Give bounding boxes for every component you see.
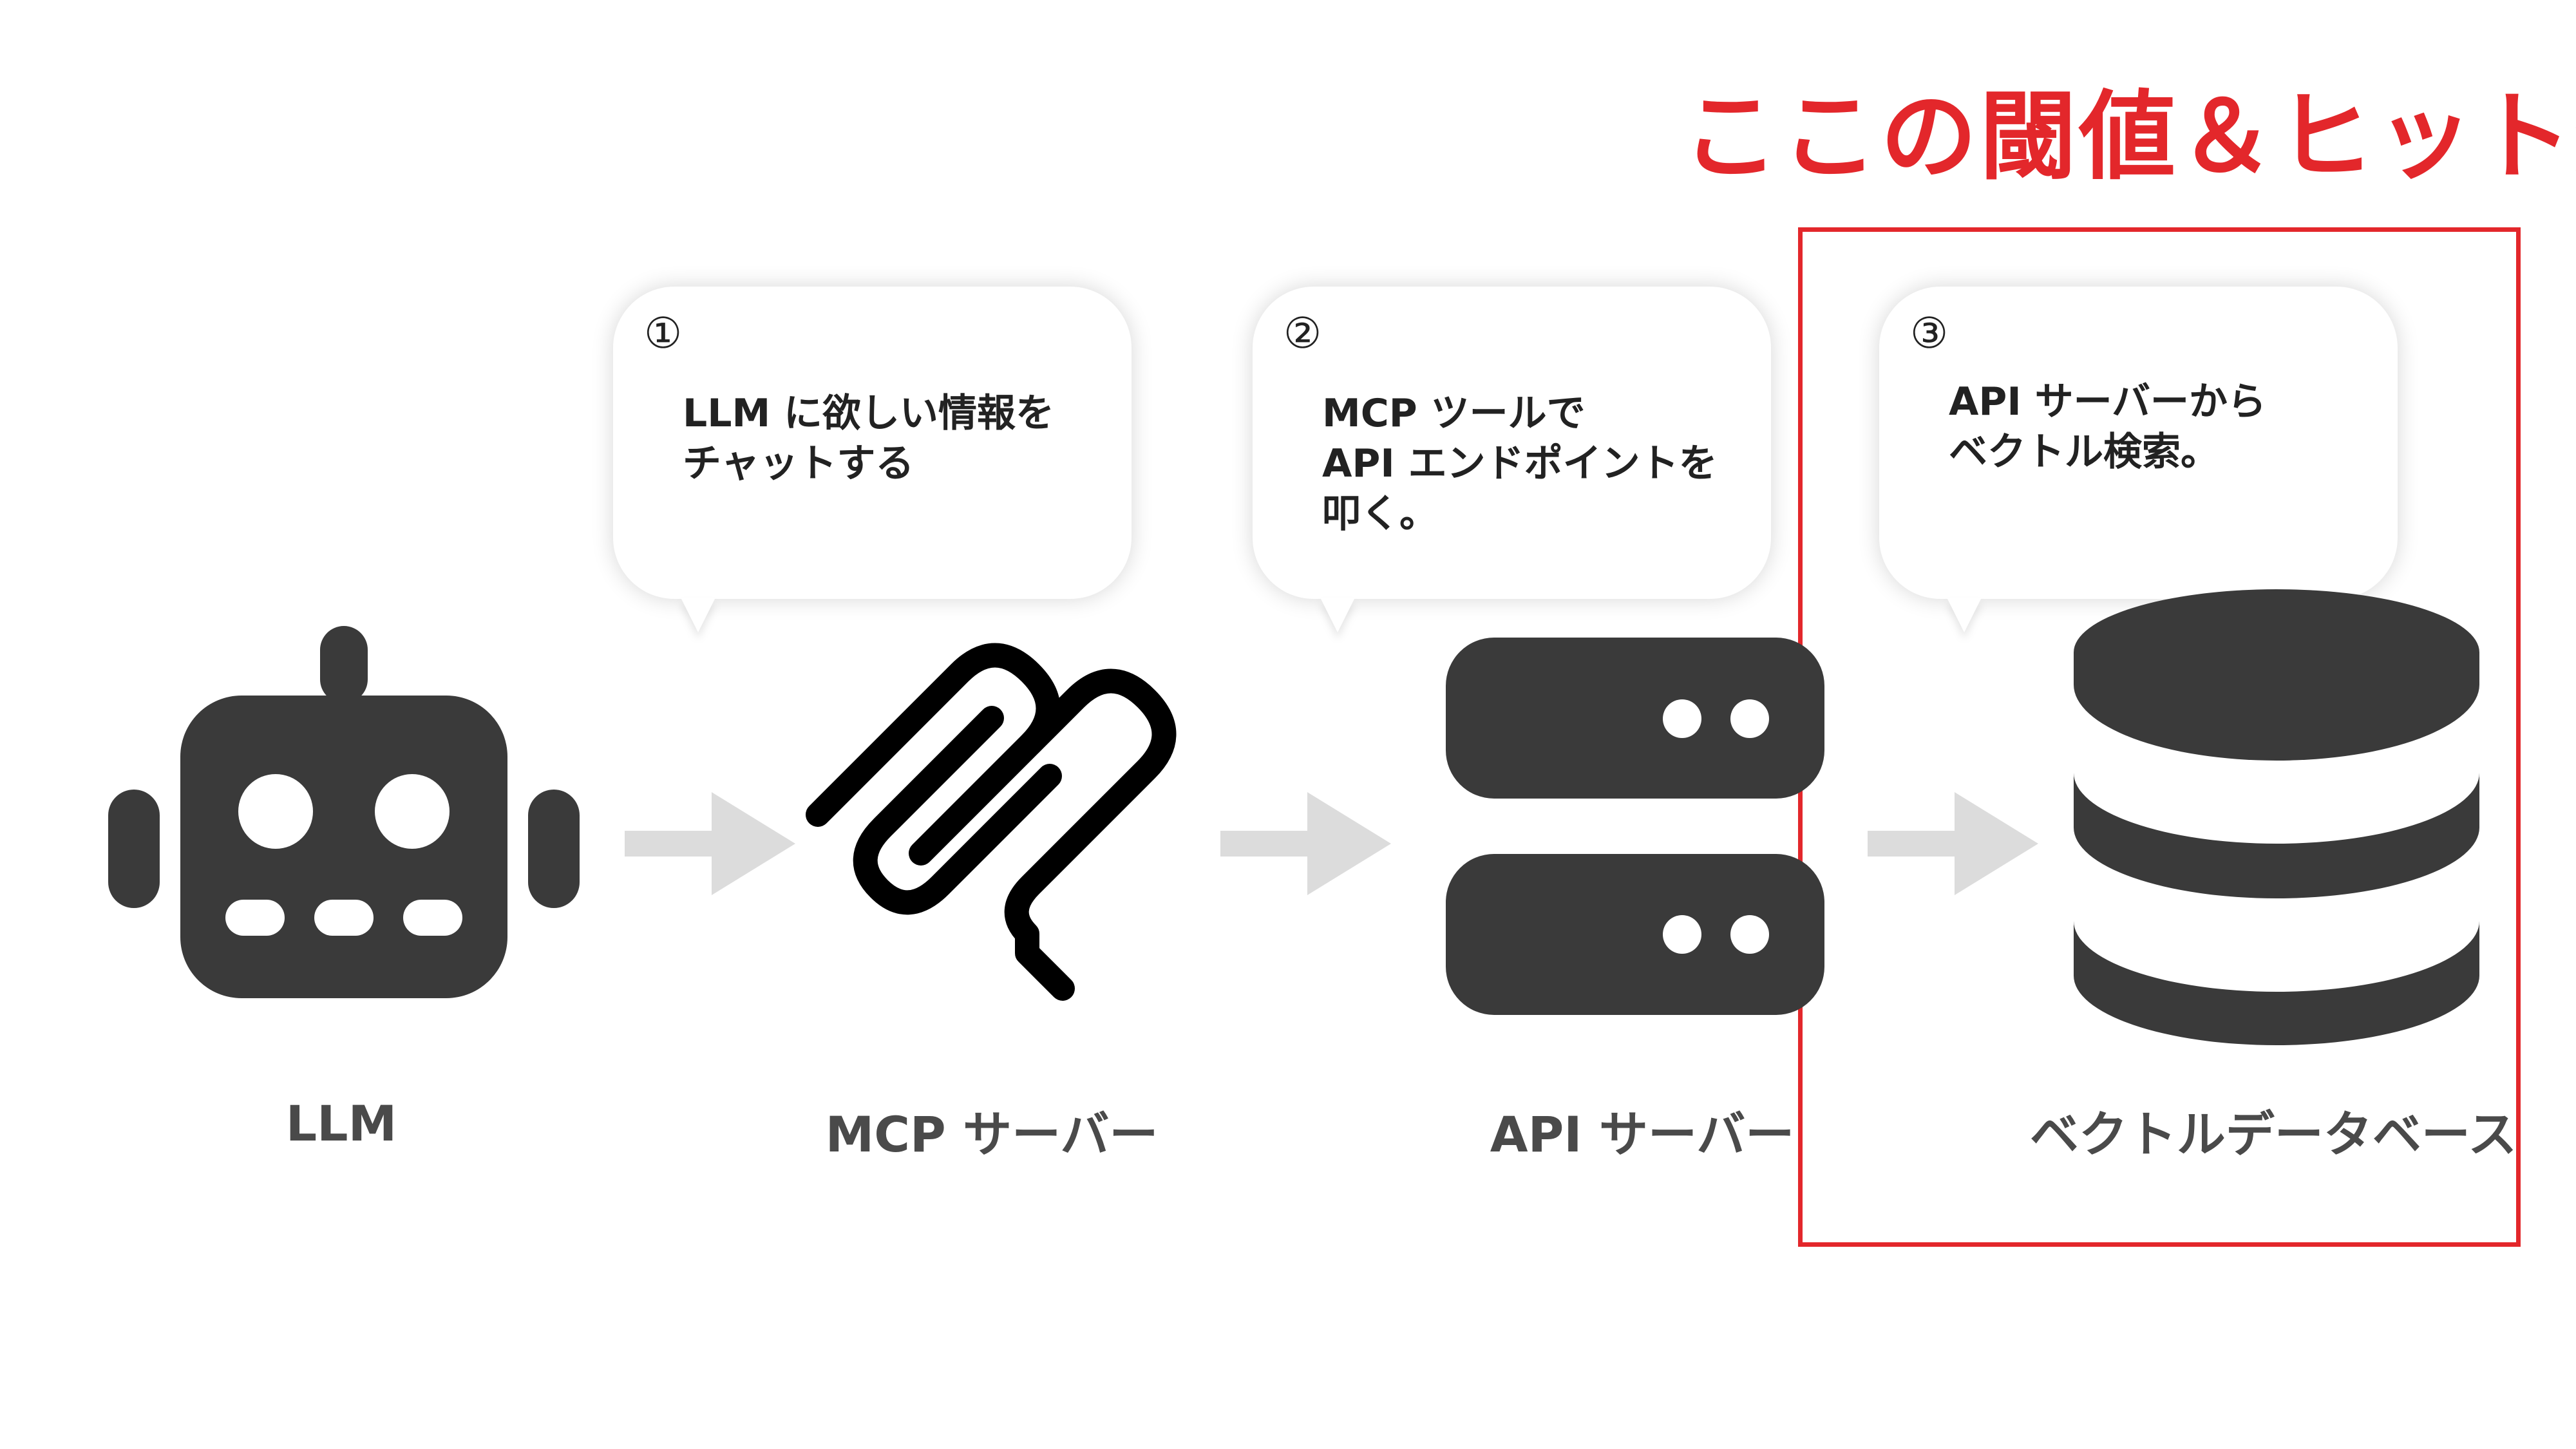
bubble-line: MCP ツールで xyxy=(1322,391,1586,436)
bubble-text: API サーバーから ベクトル検索。 xyxy=(1949,377,2266,477)
node-label-mcp-server: MCP サーバー xyxy=(825,1106,1159,1163)
step-number: ③ xyxy=(1910,308,1949,358)
step-number: ① xyxy=(644,308,683,358)
node-label-llm: LLM xyxy=(285,1095,397,1152)
mcp-logo-icon xyxy=(806,643,1177,1001)
bubble-line: API エンドポイントを xyxy=(1322,441,1718,486)
arrow-icon xyxy=(625,792,795,895)
speech-bubble-1: ① LLM に欲しい情報を チャットする xyxy=(613,287,1132,632)
node-label-vector-db: ベクトルデータベース xyxy=(2029,1106,2517,1163)
step-number: ② xyxy=(1283,308,1322,358)
bubble-tail xyxy=(1947,598,1982,632)
bubble-text: MCP ツールで API エンドポイントを 叩く。 xyxy=(1322,388,1718,539)
headline: ここの閾値＆ヒット数 xyxy=(1682,81,2576,193)
speech-bubble-2: ② MCP ツールで API エンドポイントを 叩く。 xyxy=(1253,287,1771,632)
database-icon xyxy=(2074,589,2479,1045)
bubble-line: チャットする xyxy=(683,441,914,486)
speech-bubble-3: ③ API サーバーから ベクトル検索。 xyxy=(1879,287,2398,632)
bubble-line: ベクトル検索。 xyxy=(1949,430,2219,475)
node-label-api-server: API サーバー xyxy=(1490,1106,1795,1163)
bubble-tail xyxy=(1320,598,1355,632)
arrow-icon xyxy=(1220,792,1391,895)
bubble-tail xyxy=(681,598,715,632)
arrow-icon xyxy=(1868,792,2038,895)
bubble-line: API サーバーから xyxy=(1949,379,2267,424)
server-icon xyxy=(1446,638,1824,1015)
bubble-text: LLM に欲しい情報を チャットする xyxy=(683,388,1054,489)
robot-icon xyxy=(108,626,580,998)
bubble-line: 叩く。 xyxy=(1322,491,1438,536)
bubble-line: LLM に欲しい情報を xyxy=(683,391,1055,436)
